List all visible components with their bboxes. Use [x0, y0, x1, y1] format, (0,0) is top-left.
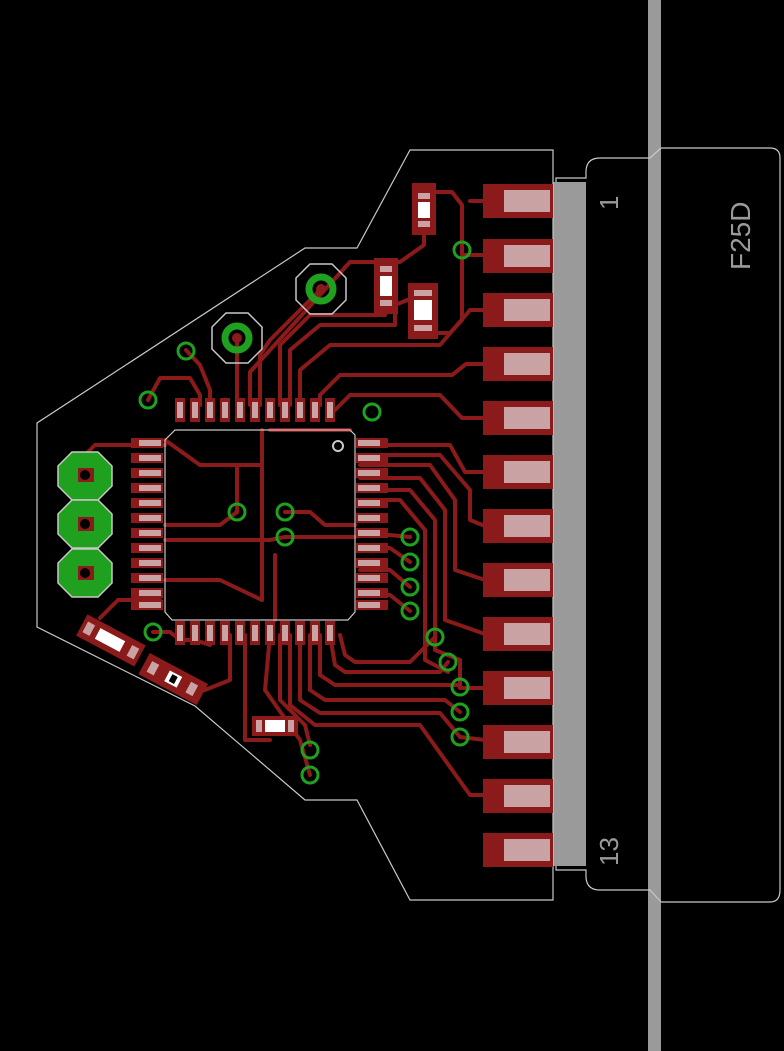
traces: [83, 190, 487, 797]
pad-8: [483, 563, 553, 597]
resistor-r2: [374, 258, 398, 314]
qfp-chip: [131, 398, 388, 645]
th-pad-mid: [211, 312, 263, 364]
through-hole-pads: [211, 263, 347, 364]
resistor-r5: [76, 614, 146, 667]
chip-pins-bottom: [175, 621, 335, 645]
vias: [138, 240, 472, 785]
pad-3: [483, 293, 553, 327]
pad-7: [483, 509, 553, 543]
pad-6: [483, 455, 553, 489]
resistor-r4: [252, 716, 298, 736]
smd-components: [76, 183, 438, 736]
pin-first-label: 1: [594, 196, 624, 210]
header-pad-3: [57, 548, 113, 598]
connector-name-label: F25D: [725, 202, 756, 270]
pad-2: [483, 239, 553, 273]
connector-rail: [648, 0, 661, 1051]
chip-pins-left: [131, 438, 163, 610]
pad-13: [483, 833, 553, 867]
header-pad-1: [57, 451, 113, 501]
chip-pins-top: [175, 398, 335, 422]
pad-12: [483, 779, 553, 813]
pad-11: [483, 725, 553, 759]
pad-1: [483, 184, 553, 218]
diode-d1: [138, 652, 209, 706]
connector-pads: [483, 184, 553, 867]
th-pad-top: [295, 263, 347, 315]
pin-last-label: 13: [594, 837, 624, 866]
pad-4: [483, 347, 553, 381]
resistor-r3: [408, 283, 438, 339]
pad-9: [483, 617, 553, 651]
chip-body-outline: [164, 429, 356, 621]
header-pad-2: [57, 499, 113, 549]
pad-5: [483, 401, 553, 435]
chip-pins-right: [356, 438, 388, 610]
board-outline: [36, 149, 554, 901]
pin1-marker: [332, 440, 344, 452]
resistor-r1: [412, 183, 436, 235]
connector-shell: [553, 182, 586, 866]
header-pads: [57, 451, 113, 598]
pad-10: [483, 671, 553, 705]
